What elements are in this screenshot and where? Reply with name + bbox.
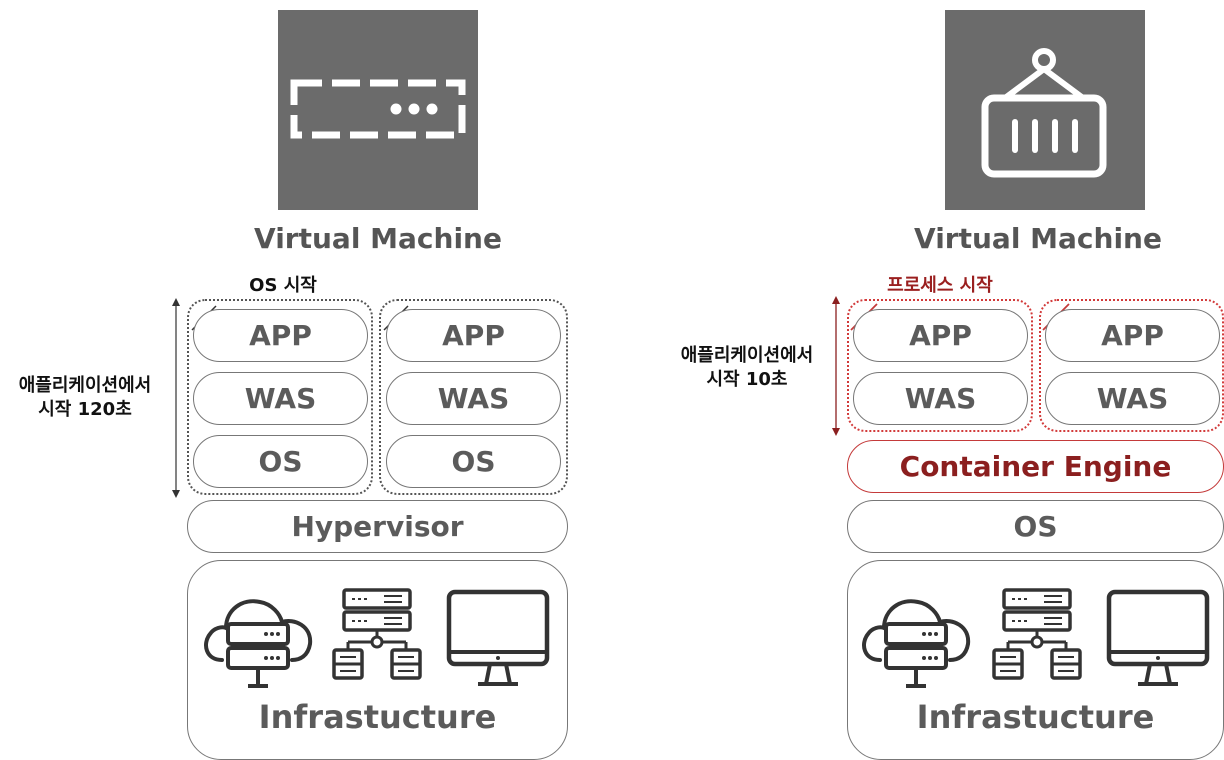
left-title: Virtual Machine	[254, 222, 502, 255]
left-cloud-server-icon	[204, 599, 313, 688]
right-was-pill-2: WAS	[1045, 372, 1220, 425]
hypervisor-layer: Hypervisor	[187, 500, 568, 553]
right-infrastructure-label: Infrastucture	[916, 698, 1155, 736]
left-app-pill-2: APP	[386, 309, 561, 362]
container-icon-tile	[945, 10, 1145, 210]
right-side-note-line2: 시작 10초	[706, 369, 788, 390]
right-side-note: 애플리케이션에서 시작 10초	[662, 344, 832, 392]
left-monitor-icon	[446, 589, 550, 686]
right-was-pill-1: WAS	[853, 372, 1028, 425]
container-icon	[981, 48, 1107, 178]
right-monitor-icon	[1106, 589, 1210, 686]
left-os-pill-2: OS	[386, 435, 561, 488]
left-was-pill-2: WAS	[386, 372, 561, 425]
right-container-group-1	[847, 299, 1033, 432]
left-server-rack-icon	[332, 588, 422, 680]
left-os-pill-1: OS	[193, 435, 368, 488]
left-side-note: 애플리케이션에서 시작 120초	[0, 374, 170, 422]
left-vm-group-2	[379, 299, 568, 495]
right-app-pill-1: APP	[853, 309, 1028, 362]
host-os-layer: OS	[847, 500, 1224, 553]
left-app-pill-1: APP	[193, 309, 368, 362]
right-app-pill-2: APP	[1045, 309, 1220, 362]
right-title: Virtual Machine	[914, 222, 1162, 255]
left-side-note-line2: 시작 120초	[38, 399, 132, 420]
right-side-note-line1: 애플리케이션에서	[680, 345, 814, 366]
right-start-note: 프로세스 시작	[887, 275, 993, 296]
left-infrastructure-label: Infrastucture	[258, 698, 497, 736]
vm-icon-tile	[278, 10, 478, 210]
right-container-group-2	[1039, 299, 1224, 432]
left-side-note-line1: 애플리케이션에서	[18, 375, 152, 396]
container-engine-layer: Container Engine	[847, 440, 1224, 493]
left-duration-arrow	[172, 298, 180, 498]
right-cloud-server-icon	[862, 599, 971, 688]
right-duration-arrow	[832, 296, 840, 436]
right-server-rack-icon	[992, 588, 1082, 680]
left-vm-group-1	[187, 299, 373, 495]
left-start-note: OS 시작	[249, 275, 317, 296]
left-was-pill-1: WAS	[193, 372, 368, 425]
vm-server-icon	[290, 79, 466, 139]
